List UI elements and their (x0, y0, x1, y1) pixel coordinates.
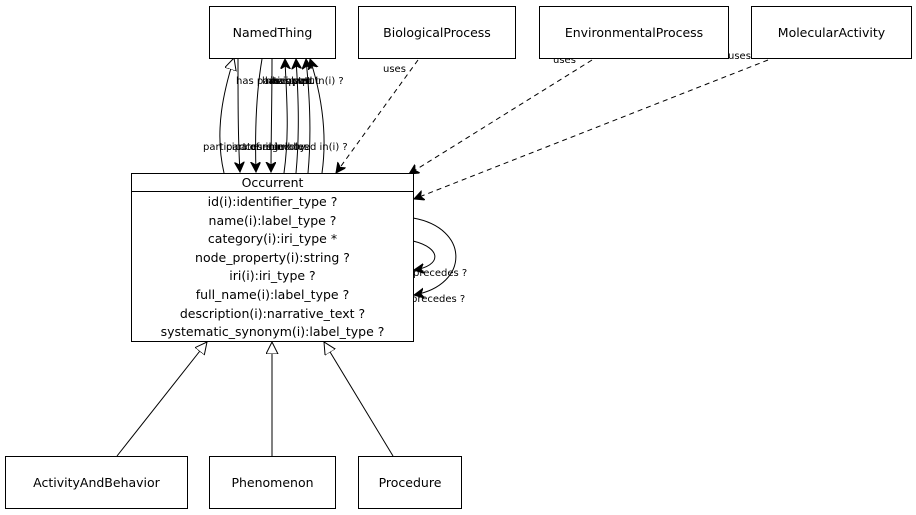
class-biologicalprocess[interactable]: BiologicalProcess (358, 6, 516, 59)
label-occurs-in: occurs in (239, 142, 284, 153)
edge-has-part (284, 59, 287, 174)
class-name: ActivityAndBehavior (33, 475, 160, 490)
edge-part-of (296, 59, 298, 174)
edge-involved-in (310, 59, 325, 174)
attribute: id(i):identifier_type ? (207, 194, 338, 209)
class-occurrent-attributes: id(i):identifier_type ? name(i):label_ty… (131, 191, 414, 342)
label-precedes-2: precedes ? (411, 294, 465, 305)
attribute: node_property(i):string ? (195, 249, 350, 265)
class-name: Procedure (378, 475, 442, 490)
label-uses-env: uses (553, 55, 576, 66)
edge-uses-molecularactivity (414, 59, 769, 199)
edge-uses-environmentalprocess (409, 59, 593, 174)
edge-uses-biologicalprocess (336, 59, 419, 173)
edge-has-input (256, 58, 263, 172)
label-involved-in: involved in(i) ? (274, 142, 348, 153)
edge-has-output (271, 58, 272, 172)
label-involved-in-top: involved in(i) ? (270, 76, 344, 87)
edge-has-participant (238, 58, 240, 172)
attribute: iri(i):iri_type ? (229, 268, 316, 284)
class-name: BiologicalProcess (383, 25, 491, 40)
label-part-of: part of (226, 142, 260, 153)
attribute: systematic_synonym(i):label_type ? (160, 324, 385, 340)
label-precedes-1: precedes ? (413, 268, 467, 279)
label-regulates: regulates (262, 142, 309, 153)
class-name: Phenomenon (231, 475, 314, 490)
class-phenomenon[interactable]: Phenomenon (209, 456, 336, 509)
class-occurrent-title[interactable]: Occurrent (131, 173, 414, 191)
attribute: category(i):iri_type * (207, 231, 338, 247)
label-has-participant: has participant (236, 76, 311, 87)
edge-is-a-procedure (324, 342, 394, 457)
label-has-input: has input (262, 76, 309, 87)
label-has-part: has part (272, 76, 313, 87)
class-activityandbehavior[interactable]: ActivityAndBehavior (5, 456, 188, 509)
edge-occurs-in (306, 59, 310, 174)
class-name: EnvironmentalProcess (564, 25, 704, 40)
label-uses-mol: uses (728, 51, 751, 62)
class-name: MolecularActivity (777, 25, 886, 40)
label-participates: participates in (203, 142, 275, 153)
attribute: description(i):narrative_text ? (179, 305, 366, 321)
label-enabled-by: enabled by (250, 142, 306, 153)
class-molecularactivity[interactable]: MolecularActivity (751, 6, 912, 59)
label-has-output: has output (265, 76, 319, 87)
class-environmentalprocess[interactable]: EnvironmentalProcess (539, 6, 729, 59)
class-name: Occurrent (241, 175, 304, 190)
attribute: full_name(i):label_type ? (195, 286, 350, 302)
edge-is-a-activityandbehavior (116, 342, 207, 457)
edge-precedes-loop-inner (412, 240, 436, 270)
edge-is-a-namedthing (219, 58, 234, 174)
class-namedthing[interactable]: NamedThing (209, 6, 336, 59)
class-name: NamedThing (232, 25, 313, 40)
attribute: name(i):label_type ? (208, 212, 337, 228)
label-uses-bio: uses (383, 64, 406, 75)
edge-precedes-loop-outer (413, 217, 457, 295)
class-procedure[interactable]: Procedure (358, 456, 462, 509)
